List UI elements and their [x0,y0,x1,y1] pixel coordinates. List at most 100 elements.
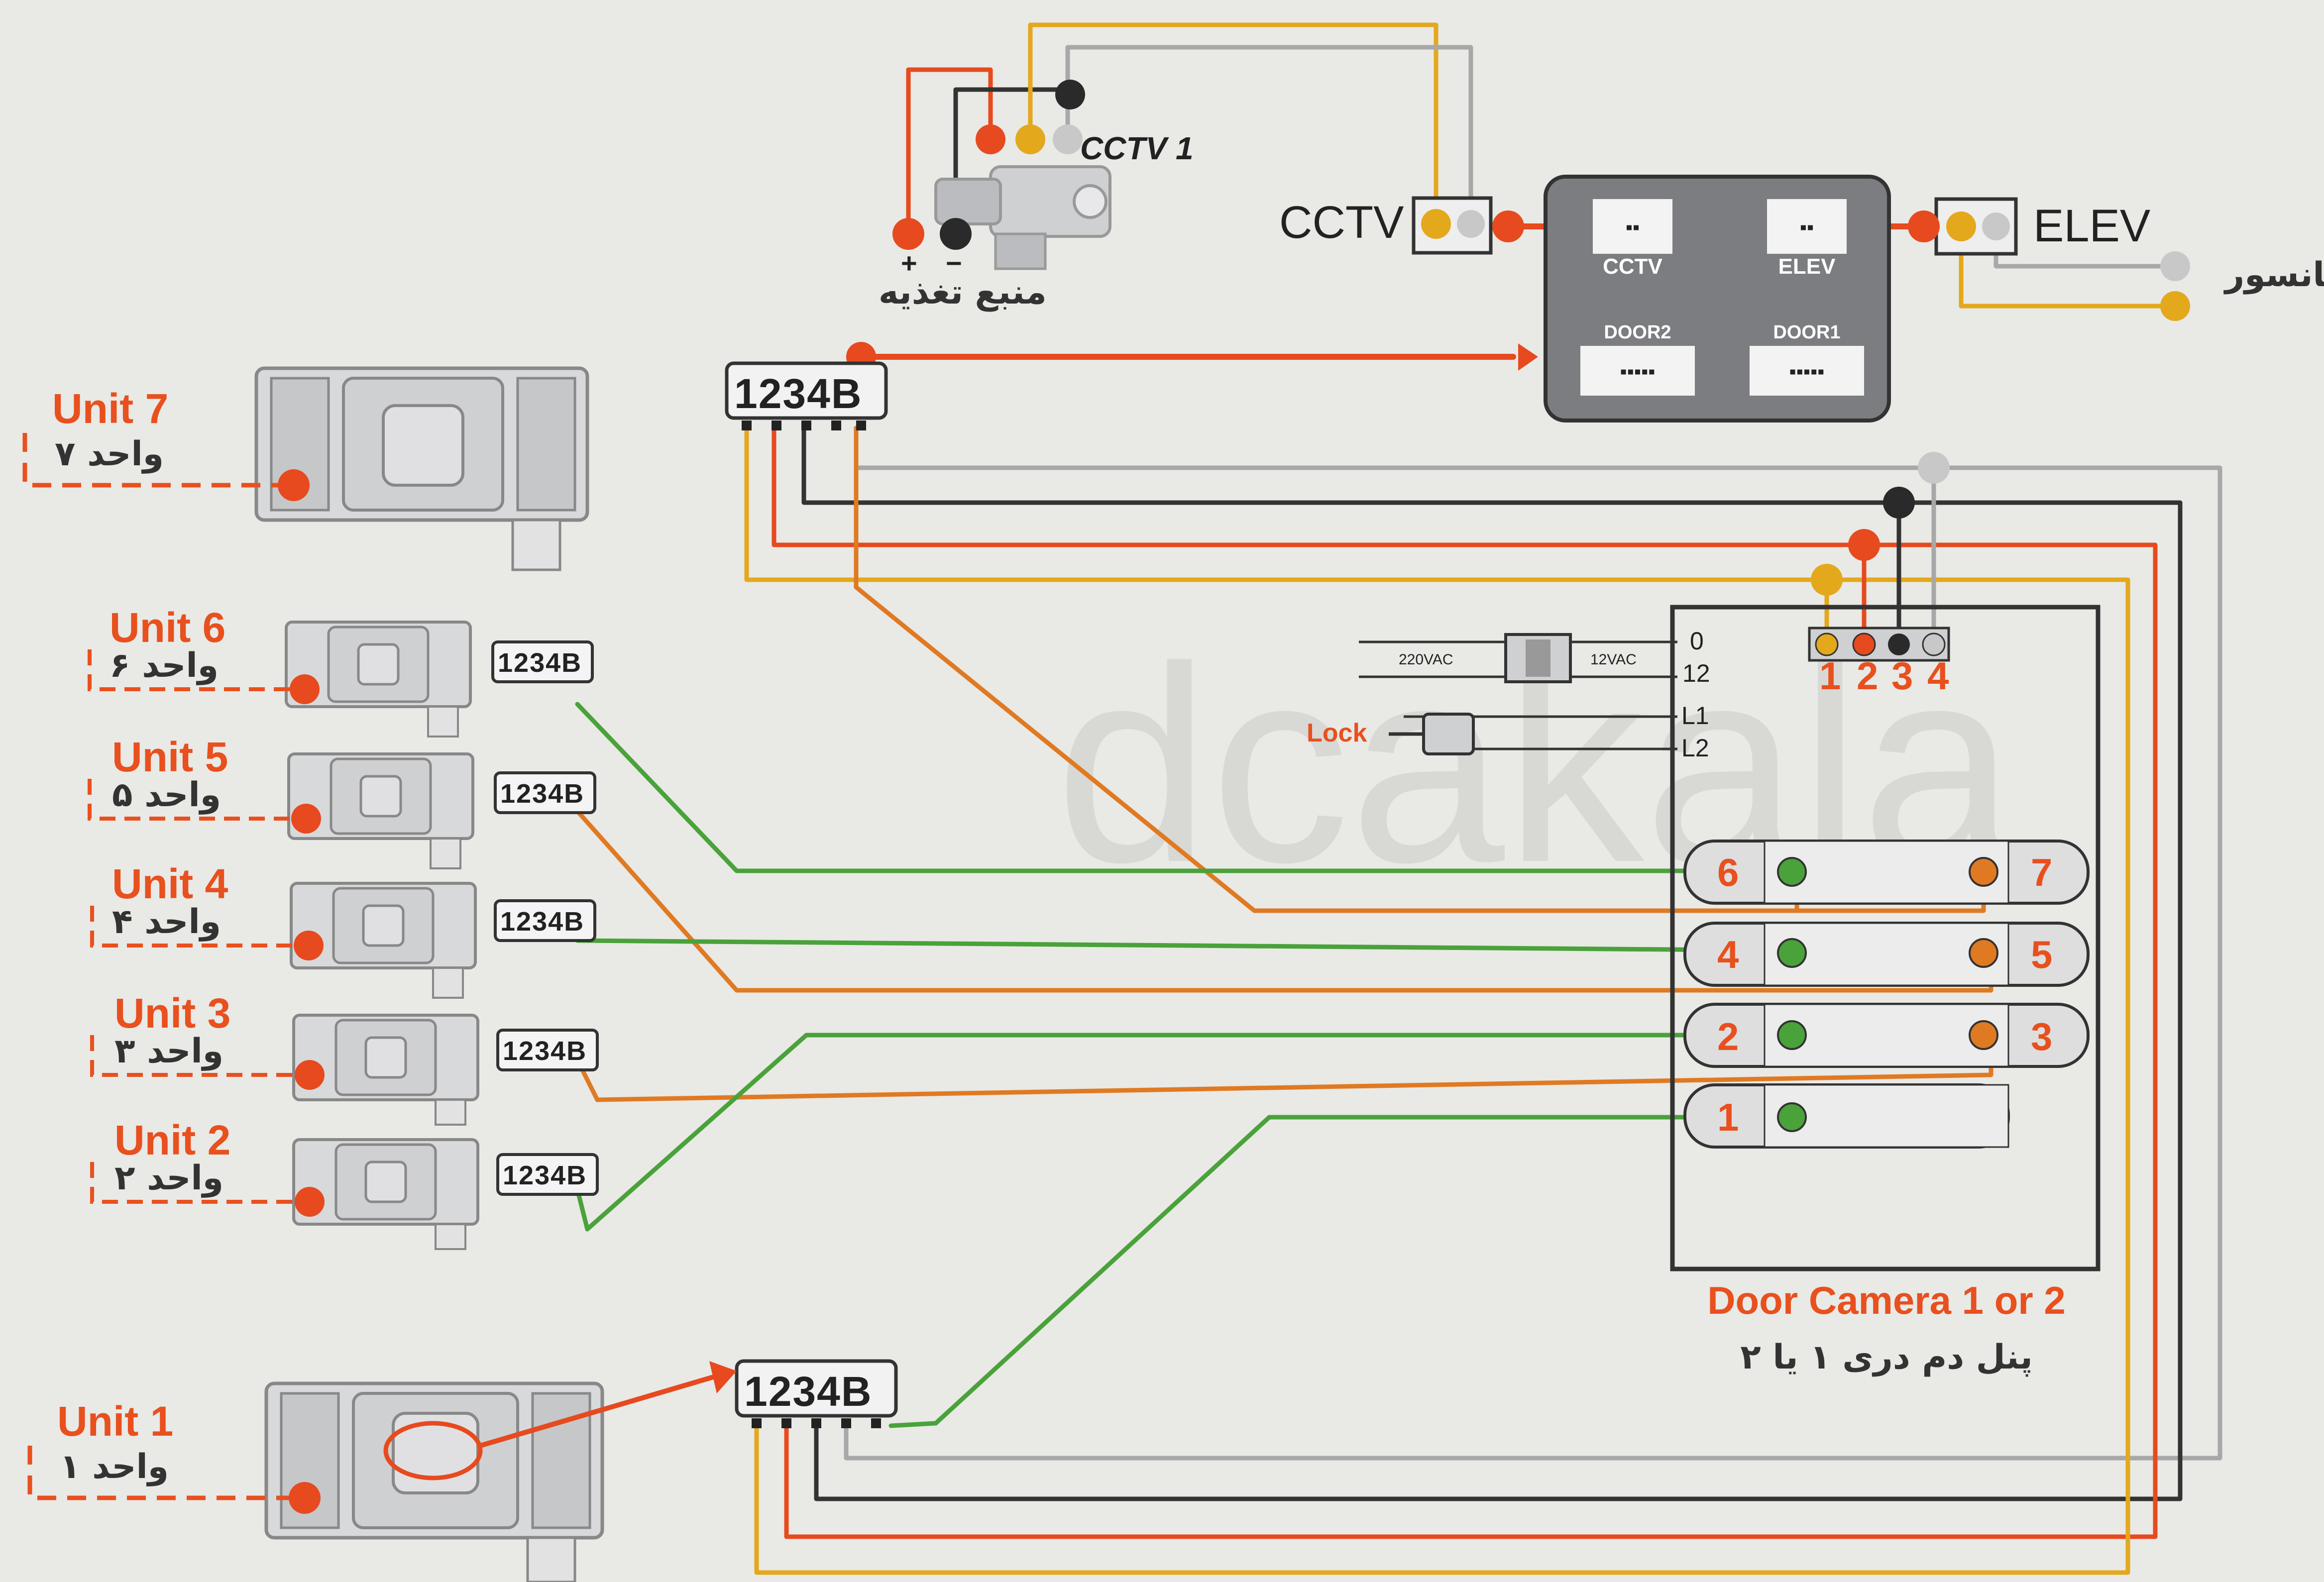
wire-black-main [814,500,2183,1501]
unit-6-dash [88,649,304,691]
cctv-power-label-fa: منبع تغذیه [879,273,1047,312]
panel-wire-dot-yellow [1811,564,1843,596]
unit-7-monitor [254,366,589,571]
terminal-0: 0 [1690,627,1704,655]
svg-text:▪▪▪▪▪: ▪▪▪▪▪ [1789,361,1825,383]
lock-label: Lock [1307,719,1367,747]
door-panel-title-fa: پنل دم دری ۱ یا ۲ [1740,1338,2033,1377]
unit-5-dash [88,779,306,821]
wire-u7-yellow [744,425,1829,582]
unit-2-monitor [292,1138,479,1250]
call-button-3[interactable]: 3 [2031,1015,2052,1058]
unit-1-port-arrow [479,1373,718,1448]
unit-3-label-fa: واحد ۳ [114,1032,223,1071]
unit-4-label: Unit 4 [112,860,228,907]
cctv-connector-yellow-dot [1421,209,1451,239]
elev-gray-dot [2160,251,2190,281]
call-button-4[interactable]: 4 [1717,933,1739,976]
cctv-connector-gray-dot [1457,210,1485,238]
terminal-block-u1: 1234B [735,1359,898,1428]
wire-u6-green [575,702,1794,873]
call-button-6[interactable]: 6 [1717,850,1739,894]
cctv-camera [934,165,1111,270]
unit-1-dash [27,1446,304,1500]
wire-gray-main [844,465,2222,1461]
call-button-row-3 [1683,1003,2090,1068]
connector-num-4: 4 [1927,654,1949,698]
cctv-camera-label: CCTV 1 [1080,130,1194,166]
door-feed-arrow [1518,343,1538,371]
unit-5-label-fa: واحد ۵ [112,775,221,815]
panel-connector [1808,627,1950,662]
call-button-row-4 [1683,1083,2010,1149]
cctv-connector-label: CCTV [1279,197,1404,248]
unit-6-dot [290,674,320,704]
elev-connector-gray-dot [1982,212,2010,240]
terminal-block-u5: 1234B [494,771,596,814]
wire-u1-green [888,1115,1794,1428]
unit-4-monitor [290,882,477,999]
terminal-block-u3: 1234B [496,1029,599,1071]
cctv-power-plus: + [901,247,917,279]
distributor-port-door2: ▪▪▪▪▪ [1580,346,1695,396]
unit-4-dash [90,906,308,948]
svg-text:▪▪▪▪▪: ▪▪▪▪▪ [1620,361,1656,383]
terminal-block-u6: 1234B [491,640,594,683]
wire-u7-black [801,425,1901,505]
terminal-L1: L1 [1681,702,1709,730]
panel-wire-dot-black [1883,487,1915,519]
unit-1-monitor [264,1381,604,1582]
call-button-1[interactable]: 1 [1717,1095,1739,1139]
elev-label-fa: آسانسور [2223,253,2324,295]
terminal-label-u6: 1234B [498,648,582,678]
unit-4-dot [294,931,324,960]
distributor-port-label-door1: DOOR1 [1773,322,1840,343]
door-panel-frame [1670,605,2101,1271]
wire-u4-green [575,938,1794,953]
connector-num-3: 3 [1891,654,1913,698]
elev-connector-label: ELEV [2033,201,2150,251]
distributor-port-label-door2: DOOR2 [1604,322,1671,343]
power-out-label: 12VAC [1590,651,1637,668]
unit-6-label: Unit 6 [110,604,225,651]
wire-u2-green [575,1033,1794,1232]
panel-wire-dot-gray [1918,452,1950,484]
elev-yellow-dot [2160,291,2190,321]
transformer [1504,633,1572,683]
call-button-5[interactable]: 5 [2031,933,2052,976]
terminal-label-u5: 1234B [500,779,584,809]
unit-3-monitor [292,1014,479,1126]
unit-5-dot [291,804,321,834]
terminal-label-u3: 1234B [503,1036,587,1066]
unit-5-label: Unit 5 [112,734,228,780]
panel-wire-dot-red [1848,529,1880,561]
cctv-camera-dots [892,80,1085,250]
unit-7-dot [278,469,310,501]
cctv-power-minus: − [946,247,962,279]
terminal-block-u4: 1234B [494,899,596,942]
unit-5-monitor [287,752,474,869]
wires [575,22,2222,1575]
call-button-row-2 [1683,922,2090,987]
terminal-label-u2: 1234B [503,1160,587,1190]
distributor-port-label-elev: ELEV [1778,254,1836,279]
power-in-label: 220VAC [1399,651,1453,668]
elev-connector-yellow-dot [1946,211,1976,241]
call-button-row-1 [1683,840,2090,905]
unit-7-label: Unit 7 [52,385,168,432]
terminal-label-u1: 1234B [744,1368,873,1415]
call-button-2[interactable]: 2 [1717,1015,1739,1058]
terminal-L2: L2 [1681,734,1709,762]
unit-2-label: Unit 2 [114,1117,230,1163]
unit-7-label-fa: واحد ۷ [55,434,164,474]
door-panel-title: Door Camera 1 or 2 [1707,1278,2066,1322]
wire-red-main [784,542,2158,1539]
terminal-label-u7: 1234B [734,370,863,417]
wire-u7-gray [854,425,1936,470]
lock-device [1389,713,1475,755]
distributor-port-label-cctv: CCTV [1603,254,1662,279]
call-button-7[interactable]: 7 [2031,850,2052,894]
unit-7-dash [22,433,294,488]
unit-3-label: Unit 3 [114,990,230,1037]
